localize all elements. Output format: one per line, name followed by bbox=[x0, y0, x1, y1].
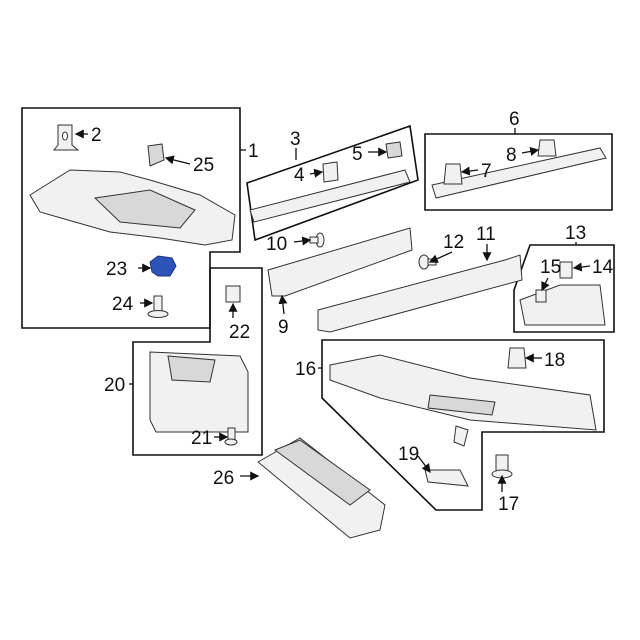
trim-part-11[interactable] bbox=[317, 254, 523, 333]
clip-part-18[interactable] bbox=[507, 347, 527, 369]
trim-part-6[interactable] bbox=[431, 147, 607, 199]
group-box-3 bbox=[246, 124, 419, 242]
clip-part-7[interactable] bbox=[443, 163, 463, 185]
group-box-1 bbox=[21, 107, 241, 329]
callout-25: 25 bbox=[193, 155, 214, 176]
knob-part-19[interactable] bbox=[424, 425, 469, 487]
group-box-6 bbox=[424, 133, 613, 211]
clip-part-2[interactable] bbox=[52, 124, 80, 151]
sunvisor-part-20[interactable] bbox=[149, 351, 249, 433]
group-box-16 bbox=[321, 339, 605, 511]
callout-17: 17 bbox=[498, 494, 519, 515]
bracket-part-25[interactable] bbox=[147, 143, 165, 167]
callout-21: 21 bbox=[191, 428, 212, 449]
trim-part-3[interactable] bbox=[249, 169, 411, 223]
callout-10: 10 bbox=[266, 234, 287, 255]
trim-part-9[interactable] bbox=[267, 227, 413, 297]
callout-20: 20 bbox=[104, 375, 125, 396]
callout-11: 11 bbox=[476, 224, 496, 245]
callout-19: 19 bbox=[398, 444, 419, 465]
callout-23: 23 bbox=[106, 259, 127, 280]
callout-15: 15 bbox=[540, 257, 561, 278]
group-box-13 bbox=[513, 244, 615, 333]
callout-8: 8 bbox=[506, 145, 517, 166]
clip-part-5[interactable] bbox=[385, 141, 403, 159]
console-part-16[interactable] bbox=[329, 354, 597, 431]
screw-part-12[interactable] bbox=[418, 254, 437, 270]
pin-part-24[interactable] bbox=[147, 295, 169, 318]
callout-1: 1 bbox=[248, 141, 259, 162]
screw-part-10[interactable] bbox=[309, 232, 325, 248]
callout-3: 3 bbox=[290, 129, 301, 150]
headliner-part-1[interactable] bbox=[29, 169, 236, 246]
callout-24: 24 bbox=[112, 294, 134, 315]
callout-22: 22 bbox=[229, 322, 250, 343]
pin-part-17[interactable] bbox=[491, 454, 513, 479]
callout-9: 9 bbox=[278, 317, 289, 338]
lamp-part-26[interactable] bbox=[257, 437, 386, 539]
callout-13: 13 bbox=[565, 223, 586, 244]
callout-5: 5 bbox=[352, 144, 363, 165]
callout-14: 14 bbox=[592, 257, 614, 278]
bracket-part-23-highlighted[interactable] bbox=[149, 255, 177, 277]
clip-part-14[interactable] bbox=[559, 261, 573, 279]
callout-16: 16 bbox=[295, 359, 316, 380]
clip-part-22[interactable] bbox=[225, 285, 241, 303]
trim-part-13[interactable] bbox=[519, 284, 606, 326]
callout-12: 12 bbox=[443, 232, 464, 253]
callout-26: 26 bbox=[213, 468, 234, 489]
clip-part-8[interactable] bbox=[537, 139, 557, 157]
callout-6: 6 bbox=[509, 109, 520, 130]
callout-4: 4 bbox=[294, 165, 305, 186]
clip-part-4[interactable] bbox=[322, 161, 339, 183]
clip-part-15[interactable] bbox=[535, 289, 547, 303]
callout-2: 2 bbox=[91, 125, 102, 146]
callout-18: 18 bbox=[544, 350, 565, 371]
group-box-20 bbox=[132, 267, 263, 456]
callout-7: 7 bbox=[481, 161, 492, 182]
